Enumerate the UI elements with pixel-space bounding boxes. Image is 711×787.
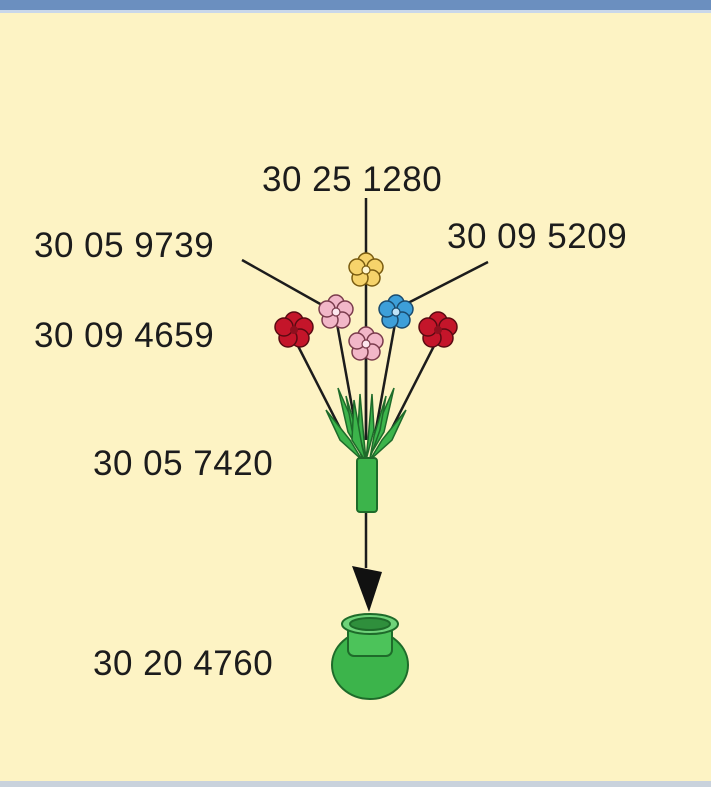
leader-line-left-upper — [242, 260, 322, 305]
flower-stems — [296, 282, 436, 440]
label-top-flower: 30 25 1280 — [262, 162, 442, 197]
red-flower-right-icon — [419, 312, 457, 347]
pink-flower-upper-icon — [319, 295, 353, 328]
leader-line-right-upper — [406, 262, 488, 304]
arrow-down-icon — [352, 566, 382, 612]
yellow-flower-icon — [349, 253, 383, 286]
blue-flower-icon — [379, 295, 413, 328]
label-left-red-flower: 30 09 4659 — [34, 318, 214, 353]
pink-flower-lower-icon — [349, 327, 383, 360]
bouquet-wrap — [357, 458, 377, 512]
label-bouquet: 30 05 7420 — [93, 446, 273, 481]
label-vase: 30 20 4760 — [93, 646, 273, 681]
label-left-upper-flower: 30 05 9739 — [34, 228, 214, 263]
vase-icon — [332, 614, 408, 699]
red-flower-left-icon — [275, 312, 313, 347]
label-right-upper-flower: 30 09 5209 — [447, 219, 627, 254]
